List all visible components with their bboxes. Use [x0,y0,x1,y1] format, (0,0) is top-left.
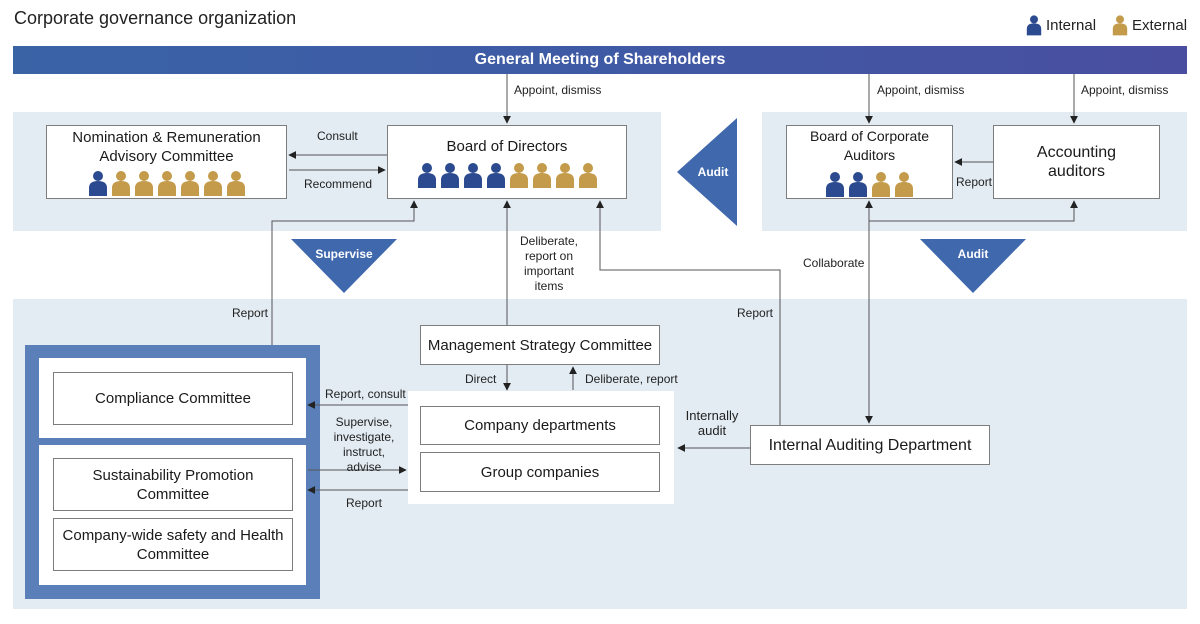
legend-internal: Internal [1026,14,1096,36]
deliberate-report-label: Deliberate, report [585,372,678,386]
company-departments-title: Company departments [464,417,616,434]
legend-external: External [1112,14,1187,36]
supervise-line2: investigate, [333,430,395,444]
general-meeting-bar: General Meeting of Shareholders [13,46,1187,74]
supervise-label: Supervise [315,247,373,261]
supervise-triangle: Supervise [291,239,397,293]
group-companies-box: Group companies [420,452,660,492]
compliance-title: Compliance Committee [95,390,251,407]
supervise-line1: Supervise, [335,415,393,429]
nomination-line1: Nomination & Remuneration [72,129,261,146]
person-external-icon [578,162,597,188]
sustainability-box: Sustainability Promotion Committee [53,458,293,511]
person-external-icon [895,172,913,197]
person-internal-icon [486,162,505,188]
person-external-icon [555,162,574,188]
person-external-icon [532,162,551,188]
legend-external-label: External [1132,16,1188,34]
accounting-line2: auditors [1048,163,1105,180]
nomination-line2: Advisory Committee [99,148,234,165]
person-external-icon [509,162,528,188]
sustainability-line2: Committee [136,485,210,503]
consult-label: Consult [317,129,358,143]
report-bottom-label: Report [346,496,383,510]
audit-left-label: Audit [698,165,729,179]
safety-line1: Company-wide safety and Health [62,526,284,544]
auditors-title: Board of Corporate Auditors [809,128,930,163]
deliberate-line4: items [534,279,564,293]
board-title: Board of Directors [446,137,568,155]
company-departments-box: Company departments [420,406,660,445]
person-external-icon [111,171,130,196]
person-external-icon [872,172,890,197]
deliberate-line2: report on [524,249,574,263]
person-internal-icon [1026,15,1042,36]
report-accounting-label: Report [956,175,993,189]
corporate-auditors-box: Board of Corporate Auditors [786,125,953,199]
appoint-label-2: Appoint, dismiss [877,83,965,97]
internal-auditing-box: Internal Auditing Department [750,425,990,465]
nomination-members [88,170,246,196]
person-internal-icon [417,162,436,188]
direct-label: Direct [465,372,497,386]
supervise-line3: instruct, advise [342,445,385,474]
appoint-label-3: Appoint, dismiss [1081,83,1169,97]
person-internal-icon [849,172,867,197]
internally-audit-label: Internally audit [682,408,742,438]
accounting-collab-line [869,216,1075,222]
audit-right-label: Audit [958,247,989,261]
deliberate-label: Deliberate, report on important items [514,234,584,294]
person-external-icon [134,171,153,196]
board-members [417,162,598,188]
compliance-box: Compliance Committee [53,372,293,425]
accounting-auditors-box: Accounting auditors [993,125,1160,199]
deliberate-line1: Deliberate, [519,234,579,248]
audit-triangle-right: Audit [920,239,1026,293]
collaborate-label: Collaborate [803,256,865,270]
group-companies-title: Group companies [480,463,600,481]
report-left-label: Report [232,306,269,320]
safety-line2: Committee [136,545,210,563]
auditors-members [825,171,914,197]
appoint-label-1: Appoint, dismiss [514,83,602,97]
report-right-label: Report [737,306,774,320]
nomination-committee-box: Nomination & Remuneration Advisory Commi… [46,125,287,199]
internally-line1: Internally [685,408,739,423]
accounting-line1: Accounting [1036,144,1117,161]
board-of-directors-box: Board of Directors [387,125,627,199]
sustainability-line1: Sustainability Promotion [92,466,254,484]
person-internal-icon [440,162,459,188]
safety-box: Company-wide safety and Health Committee [53,518,293,571]
person-internal-icon [463,162,482,188]
deliberate-line3: important [523,264,575,278]
page-title: Corporate governance organization [14,8,297,28]
management-strategy-box: Management Strategy Committee [420,325,660,365]
person-internal-icon [88,171,107,196]
report-right-line [596,200,781,425]
msc-title: Management Strategy Committee [427,336,653,354]
legend-internal-label: Internal [1046,16,1097,34]
person-external-icon [203,171,222,196]
person-external-icon [1112,15,1128,36]
recommend-label: Recommend [304,177,373,191]
audit-triangle-left: Audit [677,118,737,226]
person-external-icon [226,171,245,196]
internally-line2: audit [697,423,727,438]
report-consult-label: Report, consult [325,387,406,401]
internal-auditing-title: Internal Auditing Department [768,436,972,454]
supervise-text-label: Supervise, investigate, instruct, advise [326,415,402,475]
report-left-line [271,200,418,345]
person-internal-icon [826,172,844,197]
person-external-icon [157,171,176,196]
person-external-icon [180,171,199,196]
